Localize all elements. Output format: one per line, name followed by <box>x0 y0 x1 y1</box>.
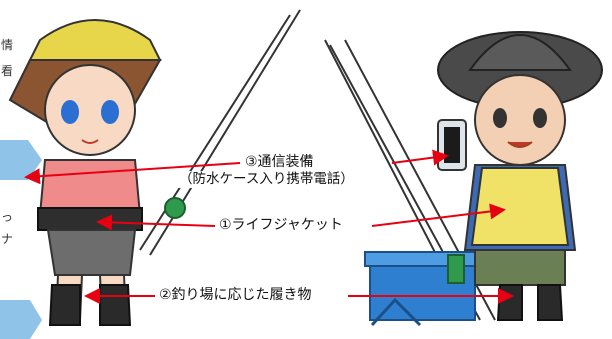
edge-tab-bottom <box>0 300 42 339</box>
girl-character <box>8 19 186 326</box>
arrow-lifejacket-left <box>96 214 216 231</box>
edge-text-1: 情 <box>1 38 14 52</box>
arrow-communication-right <box>391 149 449 166</box>
boot-icon <box>48 284 81 326</box>
cap-icon <box>28 19 162 61</box>
edge-tab-top <box>0 140 42 180</box>
label-footwear: ②釣り場に応じた履き物 <box>156 287 315 304</box>
reel-icon <box>164 197 186 219</box>
boy-character <box>437 31 603 321</box>
life-vest-icon <box>470 167 570 246</box>
label-communication-sub: （防水ケース入り携帯電話） <box>176 171 357 188</box>
arrow-communication-left <box>24 162 241 185</box>
arrow-lifejacket-right <box>371 203 506 227</box>
boot-icon <box>496 284 523 321</box>
edge-text-3: っ <box>1 210 14 224</box>
shirt-icon <box>38 159 142 216</box>
label-life-jacket: ①ライフジャケット <box>216 217 346 234</box>
edge-text-4: ナ <box>1 232 14 246</box>
label-communication: ③通信装備 <box>242 154 317 171</box>
belt-life-jacket-icon <box>37 207 143 231</box>
edge-text-2: 看 <box>1 64 14 78</box>
face-icon <box>474 74 566 166</box>
cooler-box-icon <box>364 251 481 327</box>
face-icon <box>44 64 136 156</box>
